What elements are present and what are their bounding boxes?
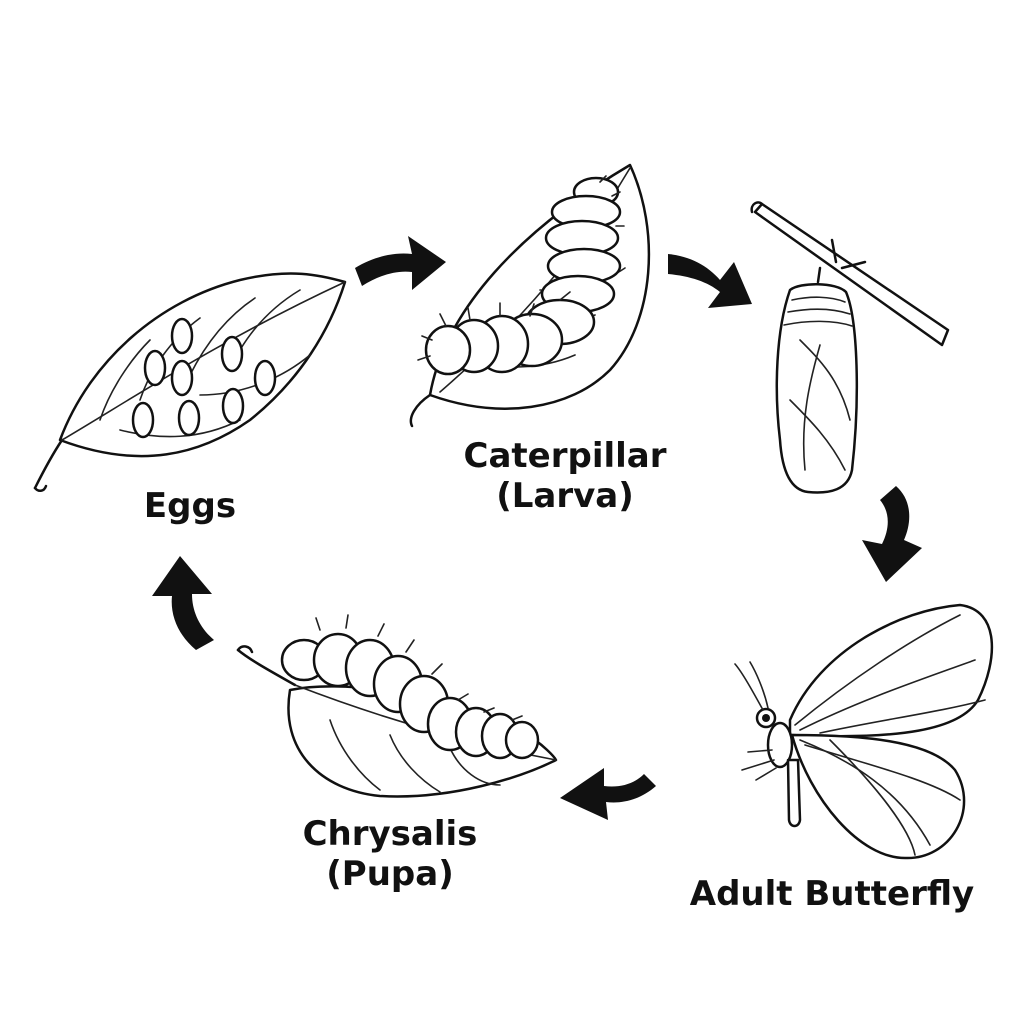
caterpillar-leaf-illustration [409,163,651,428]
label-caterpillar: Caterpillar (Larva) [440,436,690,516]
label-eggs-text: Eggs [143,486,237,526]
eggs-leaf-illustration [33,272,347,492]
label-chrysalis: Chrysalis (Pupa) [270,814,510,894]
arrow-pupa-to-eggs [152,556,214,650]
label-eggs: Eggs [120,486,260,526]
arrow-chrysalis-to-butterfly [862,486,922,582]
arrow-butterfly-to-pupa [560,768,656,820]
label-caterpillar-line1: Caterpillar [463,436,667,476]
label-chrysalis-line2: (Pupa) [326,854,454,894]
egg-cluster [131,317,277,439]
chrysalis-twig-illustration [750,201,950,494]
caterpillar-body [417,175,625,376]
label-caterpillar-line2: (Larva) [496,476,634,516]
pupa-stage-leaf-illustration [236,614,558,798]
arrow-eggs-to-caterpillar [355,236,446,290]
butterfly-illustration [734,603,994,860]
chrysalis-shape [775,283,859,494]
pupa-stage-caterpillar [280,614,540,760]
arrow-caterpillar-to-chrysalis [668,254,752,308]
label-adult-butterfly-text: Adult Butterfly [689,874,975,914]
label-chrysalis-line1: Chrysalis [302,814,478,854]
label-adult-butterfly: Adult Butterfly [672,874,992,914]
cycle-arrows [152,236,922,820]
